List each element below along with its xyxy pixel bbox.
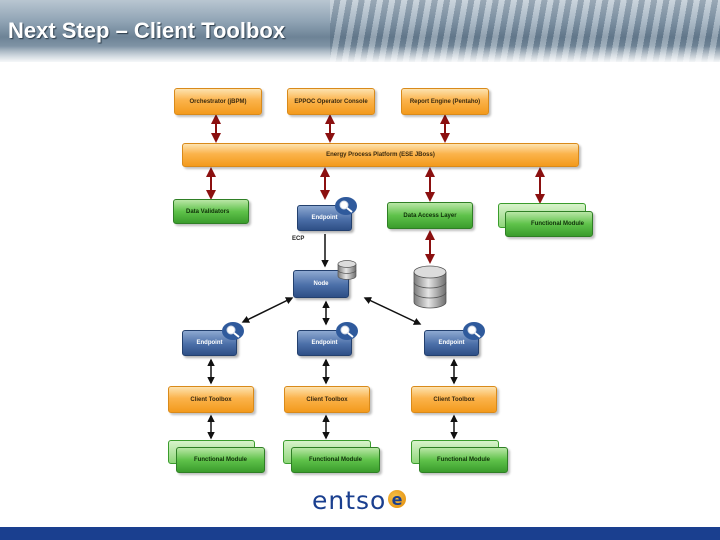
magnifier-icon xyxy=(463,322,485,340)
operator-console-box: EPPOC Operator Console xyxy=(287,88,375,115)
client-module-3: Functional Module xyxy=(419,447,508,473)
entsoe-logo-mark: e xyxy=(388,490,406,509)
data-validators-box: Data Validators xyxy=(173,199,249,224)
data-access-layer-label: Data Access Layer xyxy=(403,212,457,219)
orchestrator-label: Orchestrator (jBPM) xyxy=(189,98,247,105)
database-icon xyxy=(413,265,447,309)
client-module-2-label: Functional Module xyxy=(309,457,362,463)
client-toolbox-1-label: Client Toolbox xyxy=(190,396,232,403)
client-endpoint-2-label: Endpoint xyxy=(311,340,338,346)
magnifier-icon xyxy=(222,322,244,340)
client-toolbox-3: Client Toolbox xyxy=(411,386,497,413)
endpoint-main-box: Endpoint xyxy=(297,205,352,231)
data-validators-label: Data Validators xyxy=(186,208,230,215)
client-module-1-label: Functional Module xyxy=(194,457,247,463)
node-database-icon xyxy=(337,260,357,280)
data-access-layer-box: Data Access Layer xyxy=(387,202,473,229)
node-label: Node xyxy=(313,281,329,287)
client-module-1: Functional Module xyxy=(176,447,265,473)
report-engine-label: Report Engine (Pentaho) xyxy=(409,98,481,105)
slide-title: Next Step – Client Toolbox xyxy=(8,18,286,43)
ecp-label: ECP xyxy=(292,236,305,242)
magnifier-icon xyxy=(335,197,357,215)
entsoe-logo-text: entso xyxy=(312,486,387,515)
client-toolbox-3-label: Client Toolbox xyxy=(433,396,475,403)
magnifier-icon xyxy=(336,322,358,340)
client-module-3-label: Functional Module xyxy=(437,457,490,463)
client-endpoint-3: Endpoint xyxy=(424,330,479,356)
platform-label: Energy Process Platform (ESE JBoss) xyxy=(326,152,435,158)
footer-bar xyxy=(0,527,720,540)
functional-module-label: Functional Module xyxy=(531,221,584,227)
functional-module-box: Functional Module xyxy=(505,211,593,237)
client-toolbox-1: Client Toolbox xyxy=(168,386,254,413)
header-banner xyxy=(0,0,720,62)
arrow-node-left xyxy=(241,297,294,323)
arrow-node-right xyxy=(363,297,422,325)
client-endpoint-1: Endpoint xyxy=(182,330,237,356)
client-module-2: Functional Module xyxy=(291,447,380,473)
orchestrator-box: Orchestrator (jBPM) xyxy=(174,88,262,115)
client-toolbox-2-label: Client Toolbox xyxy=(306,396,348,403)
report-engine-box: Report Engine (Pentaho) xyxy=(401,88,489,115)
operator-console-label: EPPOC Operator Console xyxy=(294,98,368,105)
client-endpoint-3-label: Endpoint xyxy=(438,340,465,346)
client-toolbox-2: Client Toolbox xyxy=(284,386,370,413)
energy-process-platform-box: Energy Process Platform (ESE JBoss) xyxy=(182,143,579,167)
client-endpoint-2: Endpoint xyxy=(297,330,352,356)
client-endpoint-1-label: Endpoint xyxy=(196,340,223,346)
endpoint-main-label: Endpoint xyxy=(311,215,338,221)
